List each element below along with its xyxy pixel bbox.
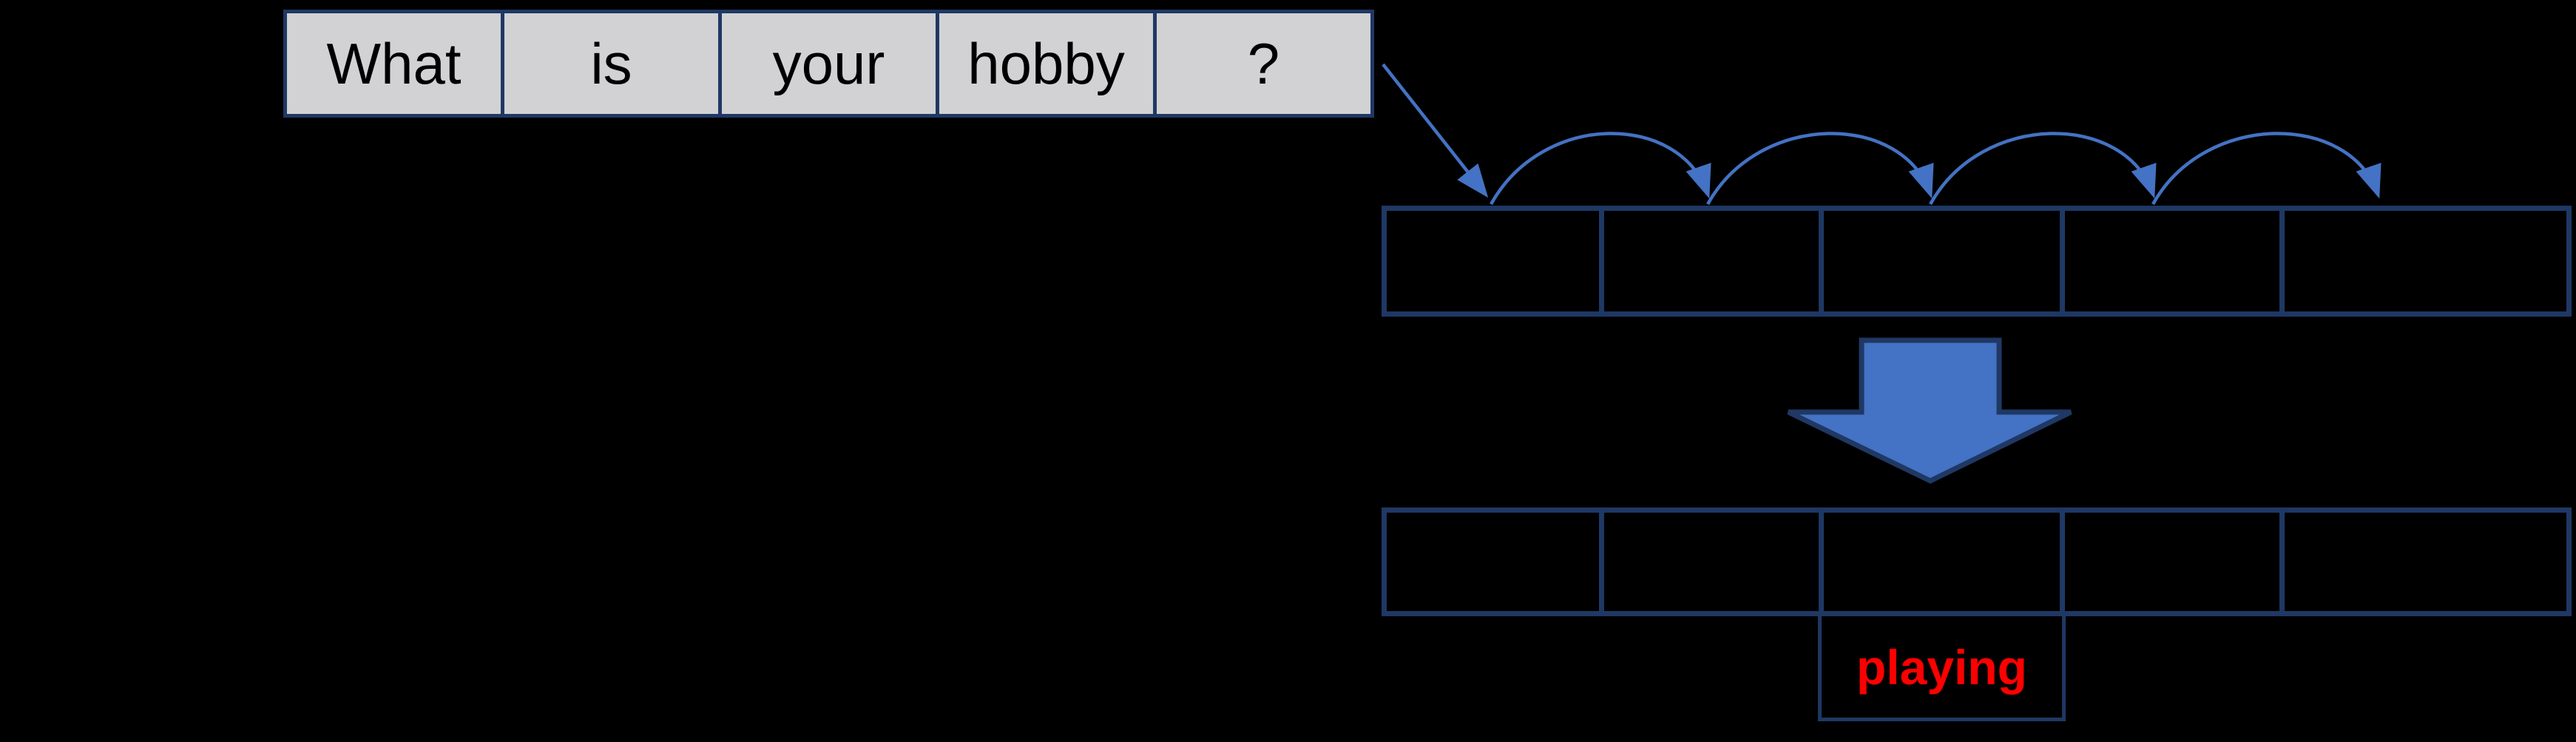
token-cell-your: your bbox=[722, 13, 939, 114]
prediction-box: playing bbox=[1818, 616, 2066, 721]
hop-arc-1-icon bbox=[1490, 132, 1711, 206]
token-label: is bbox=[590, 30, 632, 96]
token-label: ? bbox=[1247, 30, 1280, 96]
token-label: hobby bbox=[967, 30, 1125, 96]
token-cell-what: What bbox=[287, 13, 504, 114]
encoding-cell bbox=[1387, 211, 1605, 311]
encoding-cell bbox=[2065, 211, 2285, 311]
prediction-label: playing bbox=[1856, 639, 2028, 695]
encoding-cell bbox=[1604, 211, 1824, 311]
output-cell bbox=[1387, 513, 1605, 611]
input-to-encoding-arrow-icon bbox=[1382, 63, 1489, 198]
hop-arc-3-icon bbox=[1929, 132, 2157, 206]
output-row bbox=[1382, 507, 2572, 616]
input-sentence-row: What is your hobby ? bbox=[283, 10, 1374, 118]
output-cell bbox=[2285, 513, 2566, 611]
token-cell-question-mark: ? bbox=[1157, 13, 1370, 114]
encoding-cell bbox=[2285, 211, 2566, 311]
output-cell bbox=[1604, 513, 1824, 611]
token-cell-is: is bbox=[504, 13, 722, 114]
hop-arc-2-icon bbox=[1706, 132, 1934, 206]
encoding-cell bbox=[1824, 211, 2065, 311]
hop-arc-4-icon bbox=[2151, 132, 2381, 206]
output-cell bbox=[2065, 513, 2285, 611]
encoding-row bbox=[1382, 206, 2572, 317]
token-cell-hobby: hobby bbox=[939, 13, 1157, 114]
down-block-arrow-icon bbox=[1787, 337, 2072, 484]
token-label: What bbox=[326, 30, 462, 96]
output-cell bbox=[1824, 513, 2065, 611]
token-label: your bbox=[772, 30, 885, 96]
